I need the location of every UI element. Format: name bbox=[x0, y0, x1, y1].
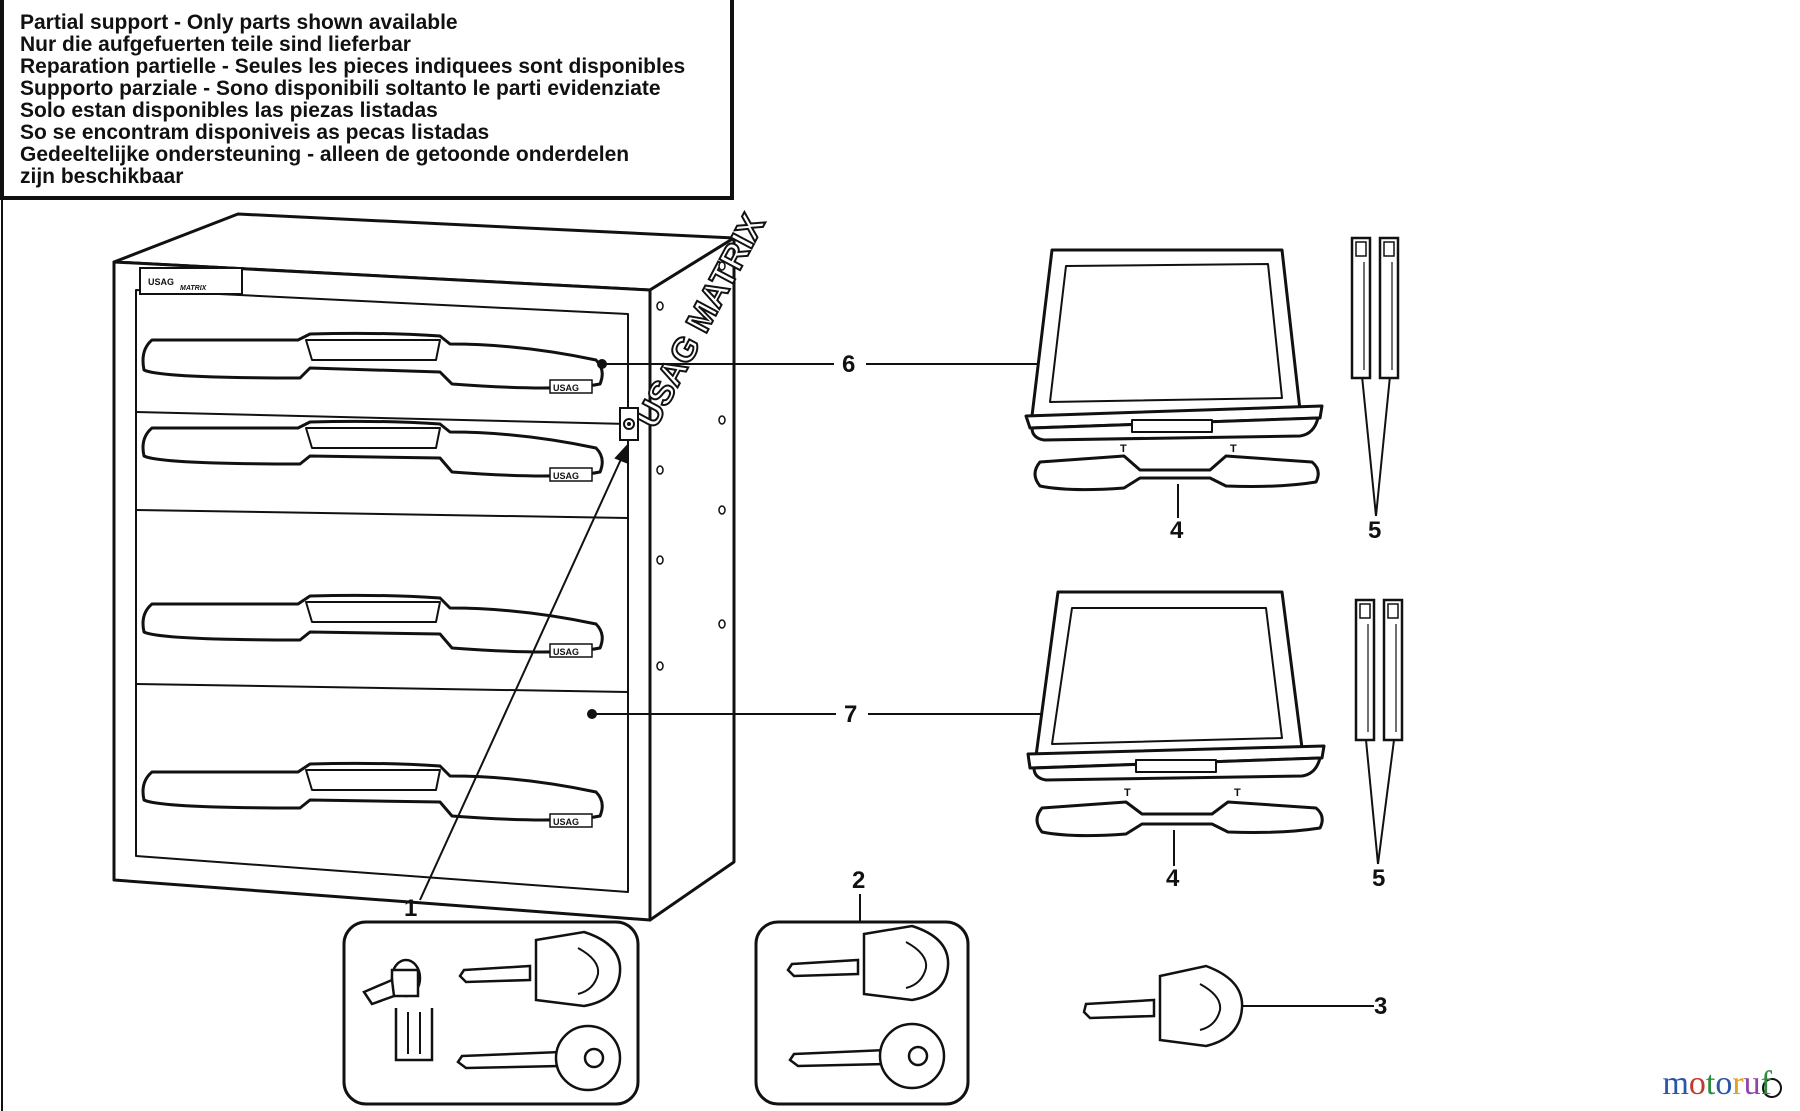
callout-2: 2 bbox=[852, 867, 865, 894]
drawer-handle-4 bbox=[141, 761, 604, 822]
drawer-slides-5-bottom bbox=[1354, 598, 1404, 742]
usag-drawer-logo: USAG bbox=[553, 647, 579, 657]
key-part-3 bbox=[1082, 964, 1244, 1048]
svg-text:T: T bbox=[1234, 787, 1241, 799]
cabinet-logo-plate: USAG MATRIX bbox=[139, 267, 243, 295]
svg-text:T: T bbox=[1230, 443, 1237, 455]
drawer-front-4-bottom: T T bbox=[1035, 787, 1324, 838]
usag-drawer-logo: USAG bbox=[553, 817, 579, 827]
key-grip-icon bbox=[786, 924, 950, 1002]
drawer-front-4-top: T T bbox=[1033, 443, 1320, 492]
lock-cylinder-icon bbox=[362, 958, 422, 1006]
callout-6: 6 bbox=[842, 351, 855, 378]
svg-text:T: T bbox=[1124, 787, 1131, 799]
drawer-handle-3 bbox=[141, 593, 604, 654]
copyright-icon bbox=[1762, 1078, 1782, 1098]
drawer-slides-5-top bbox=[1350, 236, 1400, 380]
watermark-letter: u bbox=[1743, 1065, 1761, 1102]
callout-1: 1 bbox=[404, 895, 417, 922]
watermark-letter: o bbox=[1688, 1065, 1706, 1102]
matrix-logo-top: MATRIX bbox=[180, 285, 208, 292]
notice-line: Partial support - Only parts shown avail… bbox=[20, 11, 458, 34]
notice-line: Supporto parziale - Sono disponibili sol… bbox=[20, 77, 661, 100]
callout-4-bottom: 4 bbox=[1166, 865, 1180, 892]
callout-7: 7 bbox=[844, 701, 857, 728]
drawer-handles bbox=[141, 331, 604, 822]
tool-cabinet bbox=[112, 212, 736, 922]
key-round-icon bbox=[788, 1022, 946, 1090]
callout-5-bottom: 5 bbox=[1372, 865, 1385, 892]
usag-drawer-logo: USAG bbox=[553, 471, 579, 481]
key-grip-icon bbox=[458, 930, 622, 1008]
callout-3: 3 bbox=[1374, 993, 1387, 1020]
callout-4-top: 4 bbox=[1170, 517, 1184, 544]
callout-5-top: 5 bbox=[1368, 517, 1381, 544]
notice-line: Solo estan disponibles las piezas listad… bbox=[20, 99, 438, 122]
key-kit-2 bbox=[754, 920, 970, 1106]
drawer-logos: USAG USAG USAG USAG bbox=[549, 379, 593, 828]
key-round-icon bbox=[456, 1024, 622, 1092]
drawer-part-7 bbox=[1026, 590, 1326, 782]
watermark-letter: r bbox=[1732, 1065, 1744, 1102]
notice-line: So se encontram disponiveis as pecas lis… bbox=[20, 121, 490, 144]
notice-line: Gedeeltelijke ondersteuning - alleen de … bbox=[20, 143, 630, 166]
watermark-letter: o bbox=[1715, 1065, 1733, 1102]
lock-kit-1 bbox=[342, 920, 640, 1106]
lock-clip-icon bbox=[394, 1008, 434, 1062]
usag-drawer-logo: USAG bbox=[553, 383, 579, 393]
svg-text:T: T bbox=[1120, 443, 1127, 455]
watermark-letter: t bbox=[1705, 1065, 1716, 1102]
side-rivets bbox=[656, 261, 726, 671]
watermark: motoruf bbox=[1662, 1065, 1772, 1103]
cabinet-lock bbox=[619, 407, 639, 441]
drawer-part-6 bbox=[1024, 248, 1324, 442]
watermark-letter: f bbox=[1760, 1065, 1772, 1102]
usag-logo-top: USAG bbox=[148, 277, 174, 287]
notice-line: zijn beschikbaar bbox=[20, 165, 184, 188]
notice-line: Reparation partielle - Seules les pieces… bbox=[20, 55, 686, 78]
notice-box: Partial support - Only parts shown avail… bbox=[0, 0, 734, 200]
notice-line: Nur die aufgefuerten teile sind lieferba… bbox=[20, 33, 411, 56]
watermark-letter: m bbox=[1662, 1065, 1689, 1102]
